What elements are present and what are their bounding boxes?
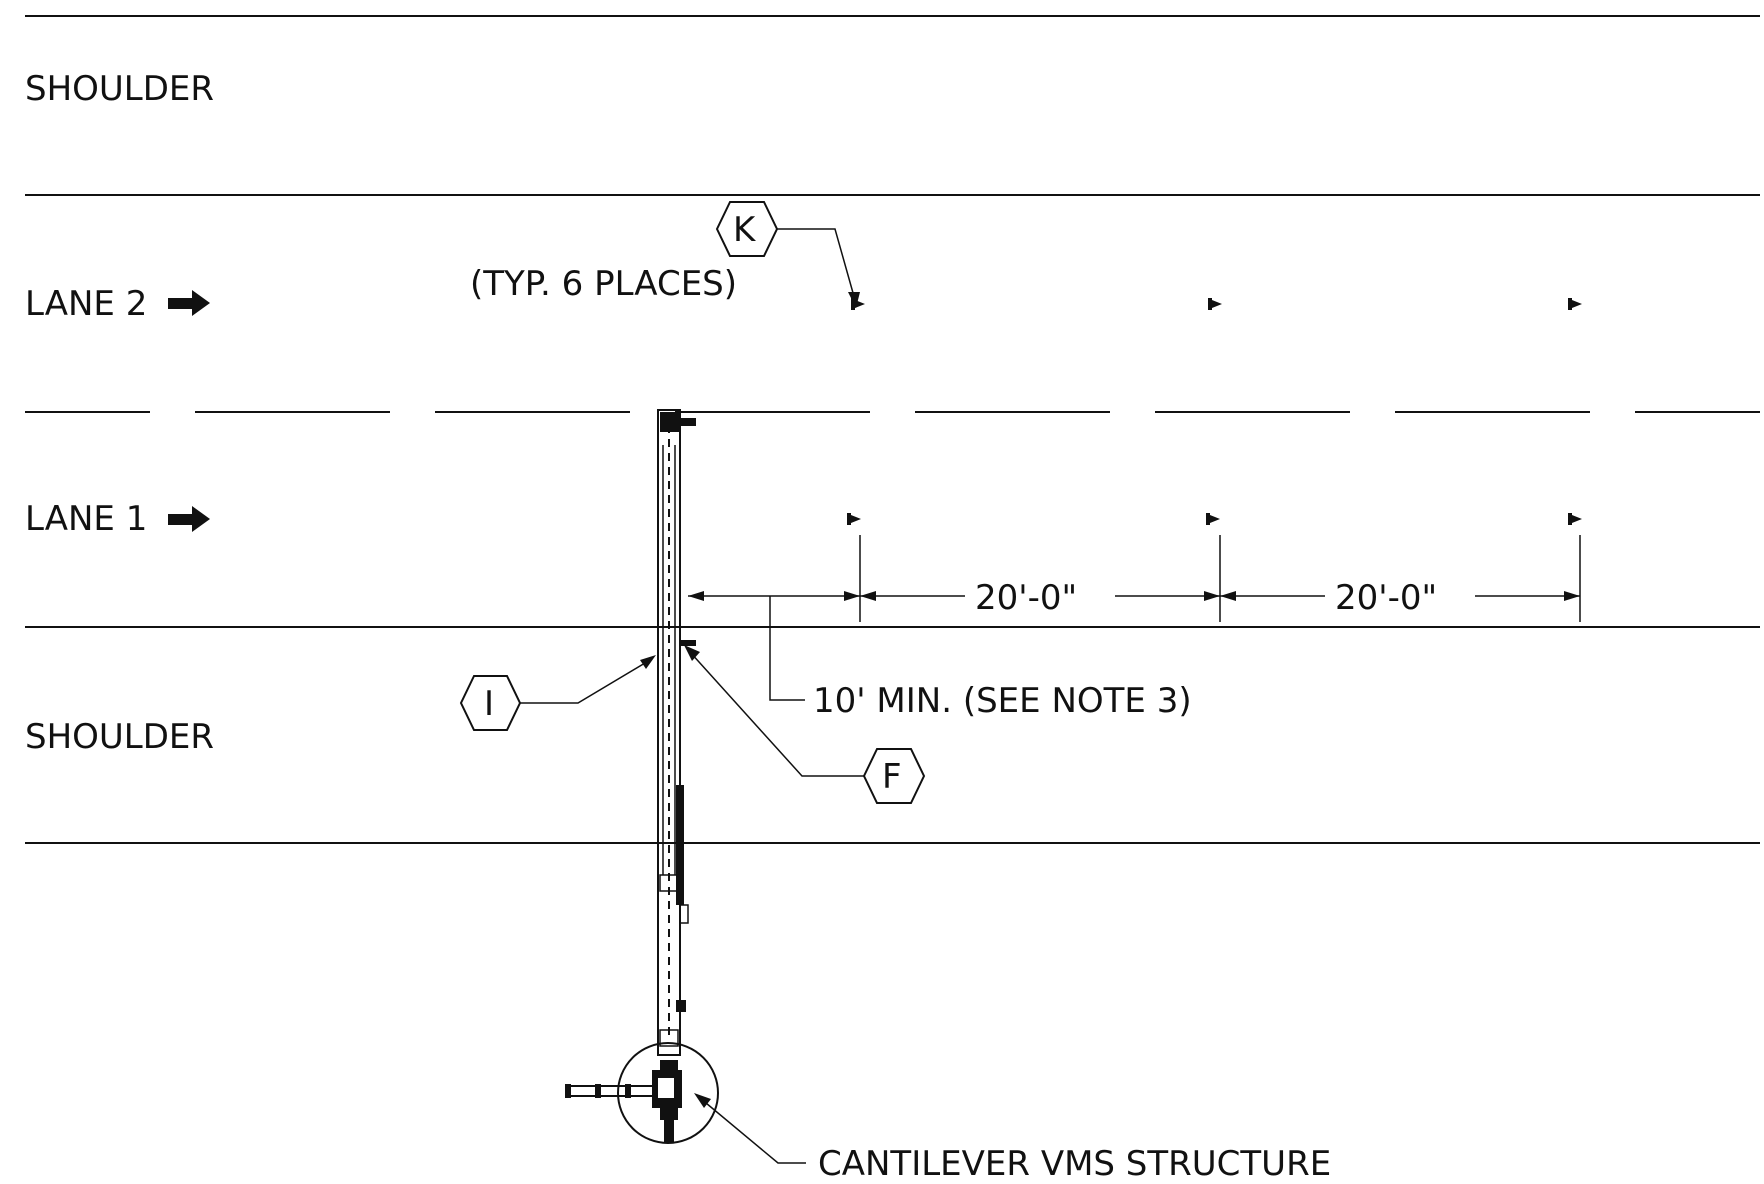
structure-leader-arrow-icon bbox=[694, 1093, 711, 1108]
marker-lane2-2 bbox=[1208, 298, 1222, 310]
min-offset-label: 10' MIN. (SEE NOTE 3) bbox=[813, 681, 1192, 721]
svg-text:K: K bbox=[733, 210, 757, 250]
svg-text:F: F bbox=[882, 757, 902, 797]
shoulder-bottom-label: SHOULDER bbox=[25, 717, 214, 757]
dimension-line bbox=[688, 591, 1580, 601]
callout-i: I bbox=[459, 655, 656, 731]
shoulder-top-label: SHOULDER bbox=[25, 69, 214, 109]
structure-leader bbox=[699, 1097, 806, 1164]
typ-places-label: (TYP. 6 PLACES) bbox=[470, 264, 737, 304]
lane2-label: LANE 2 bbox=[25, 284, 147, 324]
marker-lane1-1 bbox=[847, 513, 861, 525]
dimension-label-1: 20'-0" bbox=[975, 578, 1077, 618]
svg-text:I: I bbox=[484, 684, 494, 724]
lane2-arrow-icon bbox=[168, 290, 210, 316]
callout-k: K bbox=[715, 201, 860, 308]
cantilever-structure-drawing bbox=[657, 409, 696, 1056]
dimension-label-2: 20'-0" bbox=[1335, 578, 1437, 618]
lane1-arrow-icon bbox=[168, 506, 210, 532]
callout-f: F bbox=[684, 645, 926, 804]
foundation-circle bbox=[565, 1042, 719, 1144]
structure-label: CANTILEVER VMS STRUCTURE bbox=[818, 1144, 1331, 1184]
lane1-label: LANE 1 bbox=[25, 499, 147, 539]
marker-lane1-2 bbox=[1206, 513, 1220, 525]
marker-lane2-1 bbox=[851, 298, 865, 310]
min-offset-leader bbox=[769, 596, 805, 701]
marker-lane2-3 bbox=[1568, 298, 1582, 310]
marker-lane1-3 bbox=[1568, 513, 1582, 525]
